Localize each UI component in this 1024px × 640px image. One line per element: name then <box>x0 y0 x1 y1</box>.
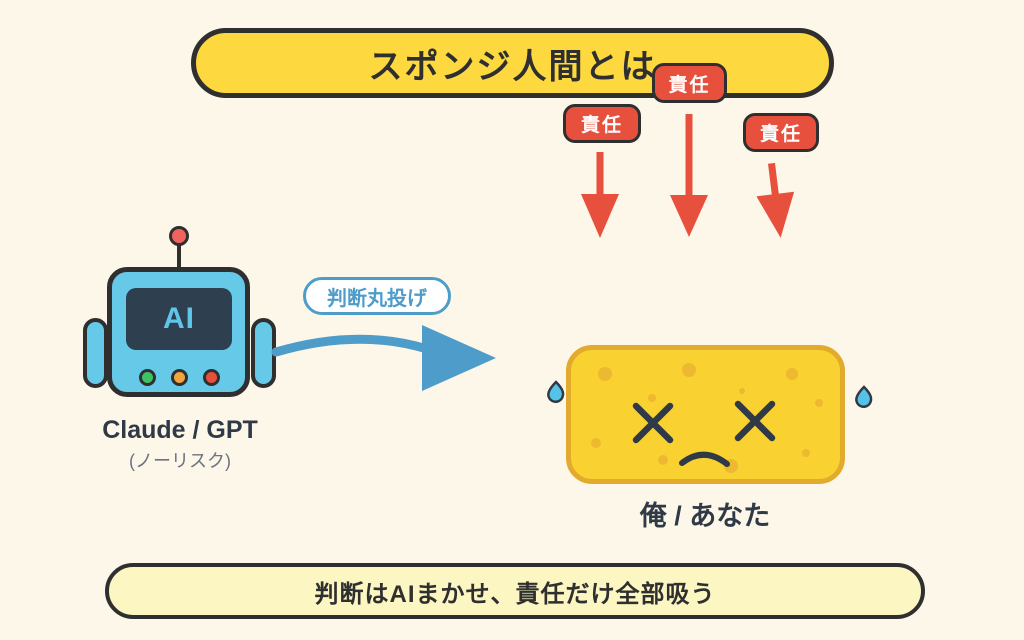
delegation-arrow-icon <box>271 325 496 391</box>
sponge-name-label: 俺 / あなた <box>639 501 771 531</box>
robot-screen-label: AI <box>163 302 195 335</box>
robot-name-label: Claude / GPT <box>102 416 258 444</box>
sweat-drop-left-icon <box>547 380 565 403</box>
sponge-pore <box>598 367 612 381</box>
sponge-pore <box>658 455 668 465</box>
robot-button-green-icon <box>139 369 156 386</box>
red-down-arrow-icon <box>670 114 708 237</box>
sponge-pore <box>802 449 810 457</box>
sponge-pore <box>815 399 823 407</box>
robot-ear-right <box>251 318 276 388</box>
ai-robot: AI <box>107 267 250 397</box>
robot-antenna-ball-icon <box>169 226 189 246</box>
sponge-pore <box>724 459 738 473</box>
responsibility-badge-label: 責任 <box>580 115 623 136</box>
delegation-bubble-label: 判断丸投げ <box>327 287 427 310</box>
sponge-pore <box>739 388 745 394</box>
robot-button-orange-icon <box>171 369 188 386</box>
sponge-pore <box>786 368 798 380</box>
title-banner: スポンジ人間とは <box>191 28 834 98</box>
robot-ear-left <box>83 318 108 388</box>
responsibility-badge-left: 責任 <box>563 104 641 143</box>
robot-note-label: (ノーリスク) <box>129 451 231 471</box>
red-down-arrow-icon <box>756 162 795 238</box>
sponge-character <box>566 345 845 484</box>
sponge-pore <box>591 438 601 448</box>
footer-banner: 判断はAIまかせ、責任だけ全部吸う <box>105 563 925 619</box>
robot-button-red-icon <box>203 369 220 386</box>
responsibility-badge-middle: 責任 <box>652 63 727 103</box>
responsibility-badge-label: 責任 <box>759 124 802 145</box>
red-down-arrow-icon <box>581 152 619 238</box>
responsibility-badge-label: 責任 <box>668 74 711 96</box>
delegation-bubble: 判断丸投げ <box>303 277 451 315</box>
sweat-drop-right-icon <box>855 385 873 408</box>
robot-screen: AI <box>126 288 232 350</box>
page-title: スポンジ人間とは <box>368 47 657 86</box>
footer-banner-label: 判断はAIまかせ、責任だけ全部吸う <box>314 580 716 608</box>
sponge-pore <box>648 394 656 402</box>
responsibility-badge-right: 責任 <box>743 113 819 152</box>
sponge-pore <box>682 363 696 377</box>
robot-antenna <box>177 244 181 270</box>
